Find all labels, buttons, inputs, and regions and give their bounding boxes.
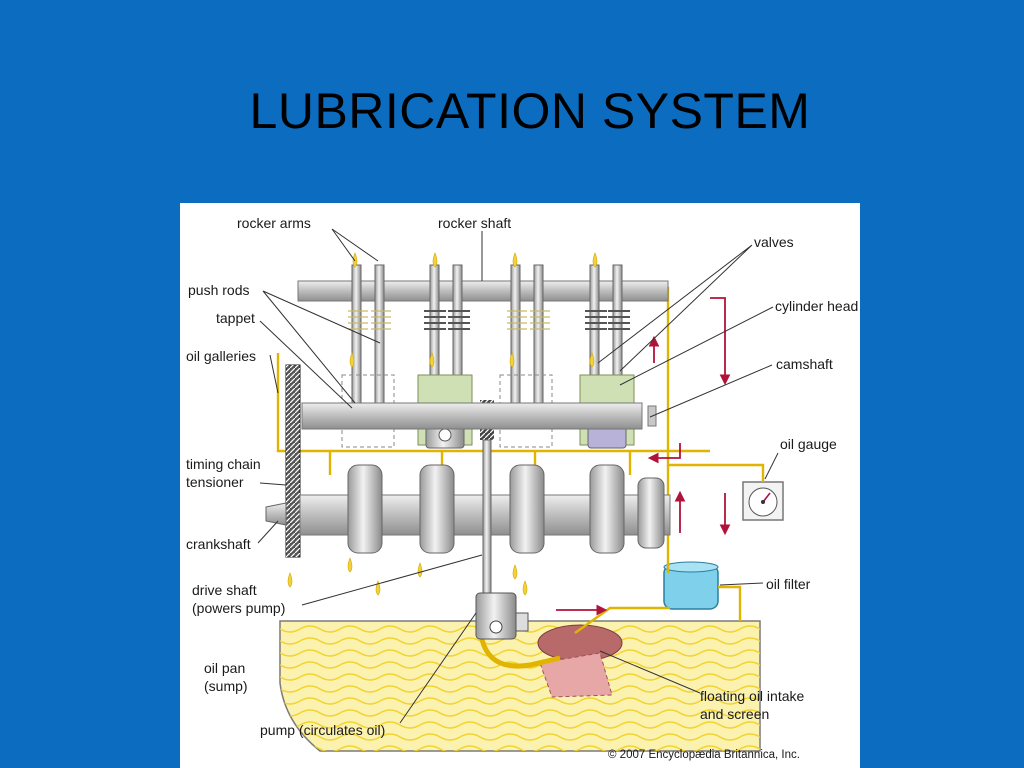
oil-filter xyxy=(663,561,719,610)
engine-lubrication-diagram: rocker arms rocker shaft valves push rod… xyxy=(180,203,860,768)
label-tensioner: tensioner xyxy=(186,474,244,490)
label-rocker-shaft: rocker shaft xyxy=(438,215,511,231)
label-oil-gauge: oil gauge xyxy=(780,436,837,452)
rocker-shaft xyxy=(297,280,669,302)
oil-pan xyxy=(279,620,761,752)
copyright-text: © 2007 Encyclopædia Britannica, Inc. xyxy=(608,749,800,761)
label-valves: valves xyxy=(754,234,794,250)
oil-gauge-icon xyxy=(742,481,784,521)
label-powers-pump: (powers pump) xyxy=(192,600,285,616)
label-timing-chain: timing chain xyxy=(186,456,261,472)
label-oil-pan: oil pan xyxy=(204,660,245,676)
label-crankshaft: crankshaft xyxy=(186,536,251,552)
floating-oil-intake xyxy=(477,620,623,698)
label-floating-oil-intake: floating oil intake xyxy=(700,688,805,704)
slide-title: LUBRICATION SYSTEM xyxy=(249,83,811,139)
oil-drops xyxy=(287,252,598,596)
label-camshaft: camshaft xyxy=(776,356,833,372)
camshaft xyxy=(301,402,657,430)
label-drive-shaft: drive shaft xyxy=(192,582,257,598)
label-sump: (sump) xyxy=(204,678,248,694)
diagram-labels: rocker arms rocker shaft valves push rod… xyxy=(186,215,858,761)
leader-lines xyxy=(257,228,779,724)
label-oil-galleries: oil galleries xyxy=(186,348,256,364)
diagram-svg: rocker arms rocker shaft valves push rod… xyxy=(186,215,858,761)
oil-flow-arrows xyxy=(556,297,731,616)
label-cylinder-head: cylinder head xyxy=(775,298,858,314)
drive-shaft-and-pump xyxy=(475,439,529,640)
label-push-rods: push rods xyxy=(188,282,249,298)
label-rocker-arms: rocker arms xyxy=(237,215,311,231)
label-and-screen: and screen xyxy=(700,706,769,722)
label-oil-filter: oil filter xyxy=(766,576,811,592)
label-pump: pump (circulates oil) xyxy=(260,722,385,738)
label-tappet: tappet xyxy=(216,310,255,326)
crankshaft xyxy=(265,464,671,554)
